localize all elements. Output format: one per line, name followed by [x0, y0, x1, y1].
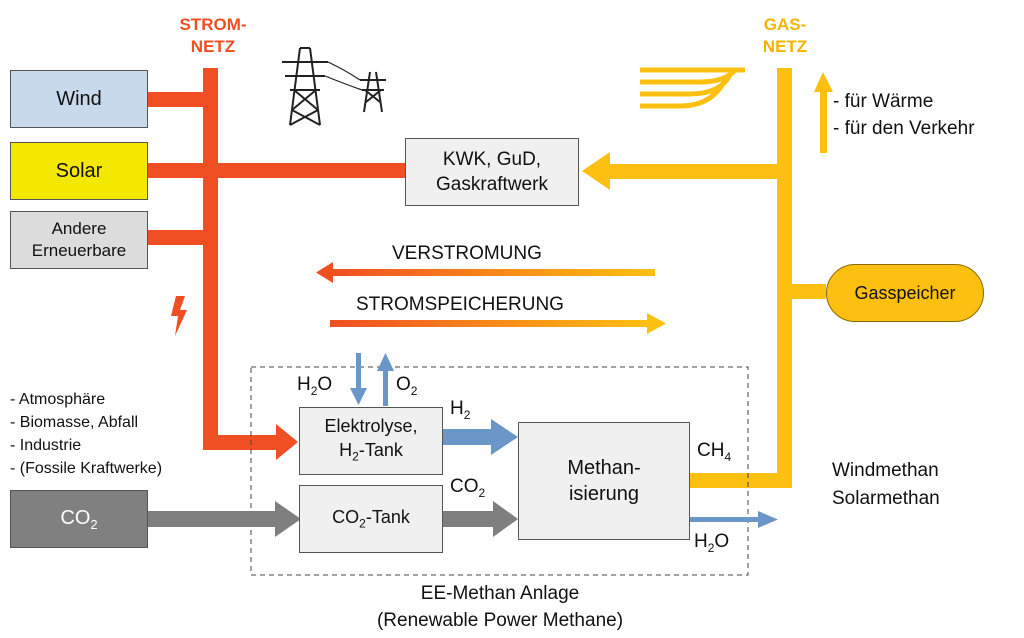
stromspeicherung-arrow: [330, 313, 666, 334]
methanisierung-box: Methan- isierung: [518, 422, 690, 540]
gasspeicher-box: Gasspeicher: [826, 264, 984, 322]
solar-label: Solar: [55, 159, 103, 182]
power-pylon-icon: [282, 47, 386, 126]
lightning-icon: [171, 296, 187, 336]
wind-label: Wind: [56, 87, 102, 110]
h2o-output-label: H2O: [694, 531, 730, 555]
andere-erneuerbare-box: Andere Erneuerbare: [10, 211, 148, 269]
co2-tank-box: CO2-Tank: [299, 485, 443, 553]
kwk-box: KWK, GuD, Gaskraftwerk: [405, 138, 579, 206]
water-oxygen-arrows: [350, 353, 778, 528]
co2-arrows: [147, 501, 518, 537]
kwk-label-line1: KWK, GuD,: [442, 149, 542, 170]
co2-source-item: - Atmosphäre: [10, 391, 106, 408]
gasnetz-label-line2: NETZ: [762, 37, 808, 56]
gas-use-item: - für Wärme: [833, 91, 934, 112]
co2-source-item: - Biomasse, Abfall: [10, 414, 139, 431]
stromnetz-lines: [147, 68, 407, 460]
co2-source-box: CO2: [10, 490, 148, 548]
gas-use-item: - für den Verkehr: [833, 118, 975, 139]
elektrolyse-label-line2: H2-Tank: [339, 439, 403, 464]
product-windmethan: Windmethan: [832, 460, 939, 481]
co2-source-item: - Industrie: [10, 437, 82, 454]
gasspeicher-label: Gasspeicher: [854, 282, 956, 303]
co2-sources-list: - Atmosphäre - Biomasse, Abfall - Indust…: [10, 388, 162, 480]
ch4-flow-label: CH4: [697, 440, 732, 464]
gasnetz-lines: [582, 68, 833, 488]
co2-flow-label: CO2: [450, 476, 486, 500]
plant-caption-line2: (Renewable Power Methane): [376, 610, 624, 631]
methanisierung-label-line2: isierung: [568, 483, 640, 505]
wind-box: Wind: [10, 70, 148, 128]
elektrolyse-label-line1: Elektrolyse,: [324, 415, 418, 436]
solar-box: Solar: [10, 142, 148, 200]
plant-caption-line1: EE-Methan Anlage: [420, 583, 580, 604]
co2-source-item: - (Fossile Kraftwerke): [10, 460, 163, 477]
gas-uses-list: - für Wärme - für den Verkehr: [833, 88, 975, 142]
plant-boundary: [250, 366, 749, 576]
stromnetz-label-line1: STROM-: [179, 15, 247, 34]
o2-output-label: O2: [396, 374, 418, 398]
product-solarmethan: Solarmethan: [832, 488, 940, 509]
co2-source-label: CO2: [60, 506, 98, 532]
methanisierung-label-line1: Methan-: [567, 457, 641, 479]
kwk-label-line2: Gaskraftwerk: [436, 174, 548, 195]
co2-tank-label: CO2-Tank: [332, 507, 410, 531]
gas-pipe-icon: [640, 67, 745, 109]
stromspeicherung-label: STROMSPEICHERUNG: [356, 294, 564, 315]
stromnetz-label-line2: NETZ: [190, 37, 236, 56]
verstromung-label: VERSTROMUNG: [392, 243, 542, 264]
stromnetz-label: STROM- NETZ: [163, 14, 263, 58]
products-label: Windmethan Solarmethan: [832, 457, 940, 513]
andere-label-line2: Erneuerbare: [31, 241, 127, 260]
verstromung-arrow: [316, 262, 655, 283]
h2o-input-label: H2O: [297, 374, 333, 398]
andere-label-line1: Andere: [51, 219, 107, 238]
gasnetz-label-line1: GAS-: [763, 15, 807, 34]
gasnetz-label: GAS- NETZ: [745, 14, 825, 58]
elektrolyse-box: Elektrolyse, H2-Tank: [299, 407, 443, 475]
h2-flow-label: H2: [450, 398, 471, 422]
plant-caption: EE-Methan Anlage (Renewable Power Methan…: [300, 580, 700, 634]
